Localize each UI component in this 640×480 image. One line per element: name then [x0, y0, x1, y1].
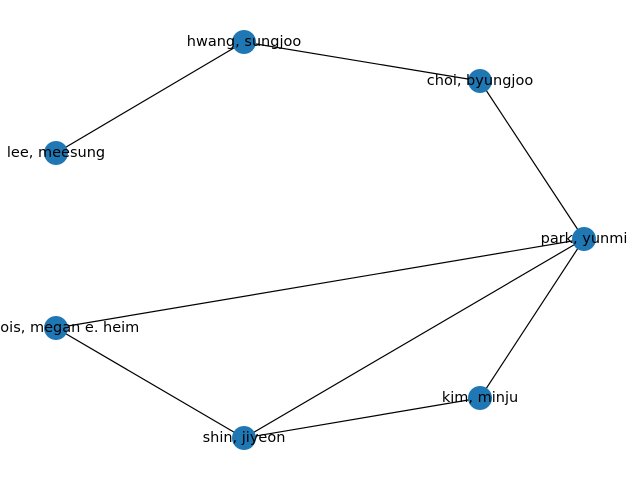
edge-park-shin — [243, 238, 585, 439]
node-lee — [44, 141, 68, 165]
edge-hwang-choi — [243, 41, 481, 82]
node-label-shin: shin, jiyeon — [203, 430, 286, 446]
node-park — [572, 227, 596, 251]
node-shin — [232, 426, 256, 450]
node-kim — [468, 386, 492, 410]
node-label-kim: kim, minju — [442, 390, 518, 406]
edge-park-kim — [479, 238, 585, 399]
node-dubois — [44, 316, 68, 340]
edge-hwang-lee — [55, 41, 245, 154]
node-label-lee: lee, meesung — [7, 145, 105, 161]
node-label-choi: choi, byungjoo — [427, 73, 534, 89]
node-label-dubois: dubois, megan e. heim — [0, 320, 139, 336]
graph-labels: hwang, sungjoo choi, byungjoo lee, meesung… — [0, 34, 627, 446]
edge-shin-kim — [243, 397, 481, 439]
graph-nodes — [44, 30, 596, 450]
node-hwang — [232, 30, 256, 54]
node-label-hwang: hwang, sungjoo — [187, 34, 302, 50]
edge-park-dubois — [55, 238, 585, 329]
edge-choi-park — [479, 80, 585, 240]
node-choi — [468, 69, 492, 93]
node-label-park: park, yunmi — [541, 231, 628, 247]
edge-dubois-shin — [55, 327, 245, 439]
graph-edges — [55, 41, 585, 439]
